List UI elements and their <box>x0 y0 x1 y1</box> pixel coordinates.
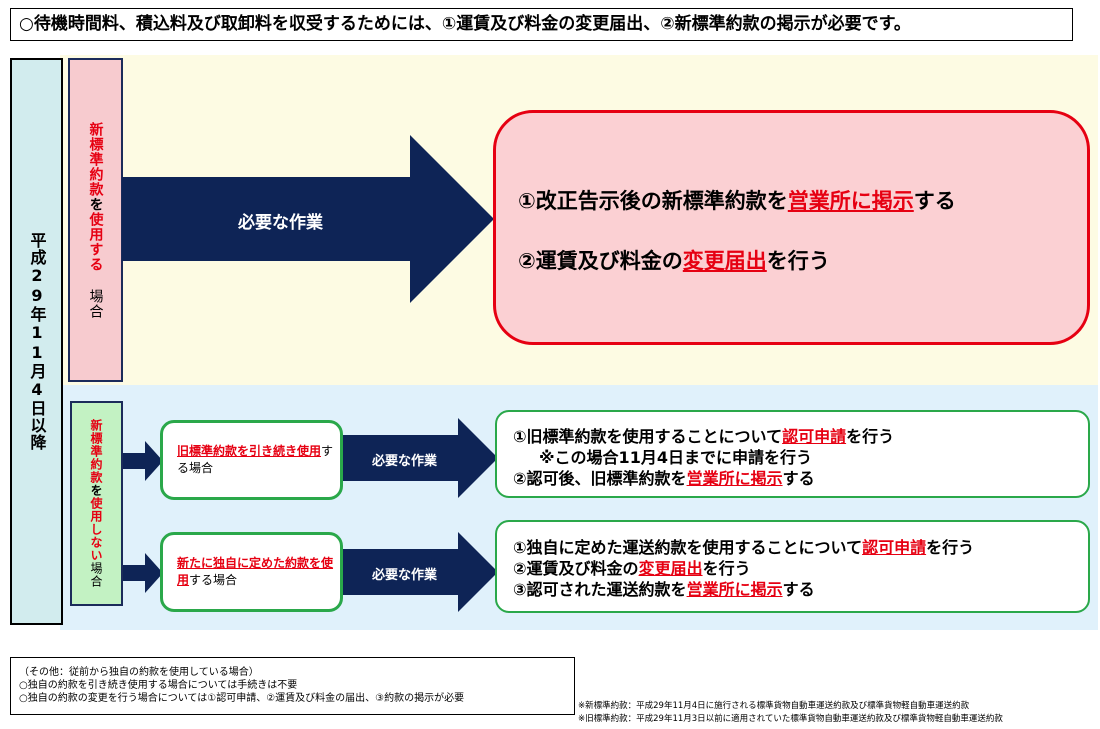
note-line-1: （その他：従前から独自の約款を使用している場合） <box>19 667 259 678</box>
case1-box: 旧標準約款を引き続き使用する場合 <box>160 420 343 500</box>
label-red2: 使用する <box>87 211 104 272</box>
case2-step-1: ①独自に定めた運送約款を使用することについて認可申請を行う <box>513 538 975 557</box>
label-red: 新標準約款 <box>87 121 104 197</box>
label-mid: を <box>89 484 103 497</box>
use-steps-box: ①改正告示後の新標準約款を営業所に掲示する ②運賃及び料金の変更届出を行う <box>493 110 1090 345</box>
big-arrow-label: 必要な作業 <box>238 213 323 233</box>
label-end: 場合 <box>89 562 103 588</box>
case2-box: 新たに独自に定めた約款を使用する場合 <box>160 532 343 612</box>
note-line-3: ○独自の約款の変更を行う場合については①認可申請、②運賃及び料金の届出、③約款の… <box>19 693 465 704</box>
use-step-2: ②運賃及び料金の変更届出を行う <box>518 249 830 273</box>
nonuse-case-label: 新標準約款を使用しない場合 <box>70 401 123 606</box>
page-title: ○待機時間料、積込料及び取卸料を収受するためには、①運賃及び料金の変更届出、②新… <box>10 8 1073 41</box>
case2-step-2: ②運賃及び料金の変更届出を行う <box>513 559 751 578</box>
note-line-2: ○独自の約款を引き続き使用する場合については手続きは不要 <box>19 680 298 691</box>
arrow-case2-work <box>343 532 498 612</box>
big-arrow <box>122 135 494 303</box>
case2-step-3: ③認可された運送約款を営業所に掲示する <box>513 580 815 599</box>
label-red2: 使用しない <box>89 497 103 562</box>
label-end: 場合 <box>87 288 104 319</box>
date-column: 平成29年11月4日以降 <box>10 58 63 625</box>
case1-arrow-label: 必要な作業 <box>372 454 438 469</box>
arrow-case1-work <box>343 418 498 498</box>
label-red: 新標準約款 <box>89 419 103 484</box>
footnote-new: ※新標準約款：平成29年11月4日に施行される標準貨物自動車運送約款及び標準貨物… <box>578 701 970 711</box>
case1-step-1: ①旧標準約款を使用することについて認可申請を行う <box>513 427 895 446</box>
arrow-case2 <box>123 553 163 593</box>
use-case-label: 新標準約款を使用する 場合 <box>68 58 123 382</box>
case1-step-2: ②認可後、旧標準約款を営業所に掲示する <box>513 469 815 488</box>
use-step-1: ①改正告示後の新標準約款を営業所に掲示する <box>518 189 956 213</box>
footnote-old: ※旧標準約款：平成29年11月3日以前に適用されていた標準貨物自動車運送約款及び… <box>578 714 1003 724</box>
case1-steps: ①旧標準約款を使用することについて認可申請を行う ※この場合11月4日までに申請… <box>495 410 1090 498</box>
arrow-case1 <box>123 441 163 481</box>
case2-steps: ①独自に定めた運送約款を使用することについて認可申請を行う ②運賃及び料金の変更… <box>495 520 1090 613</box>
other-note-box: （その他：従前から独自の約款を使用している場合） ○独自の約款を引き続き使用する… <box>10 657 575 715</box>
case1-note: ※この場合11月4日までに申請を行う <box>539 448 812 467</box>
date-label: 平成29年11月4日以降 <box>27 232 47 451</box>
case2-arrow-label: 必要な作業 <box>372 568 438 583</box>
label-mid: を <box>87 196 104 212</box>
